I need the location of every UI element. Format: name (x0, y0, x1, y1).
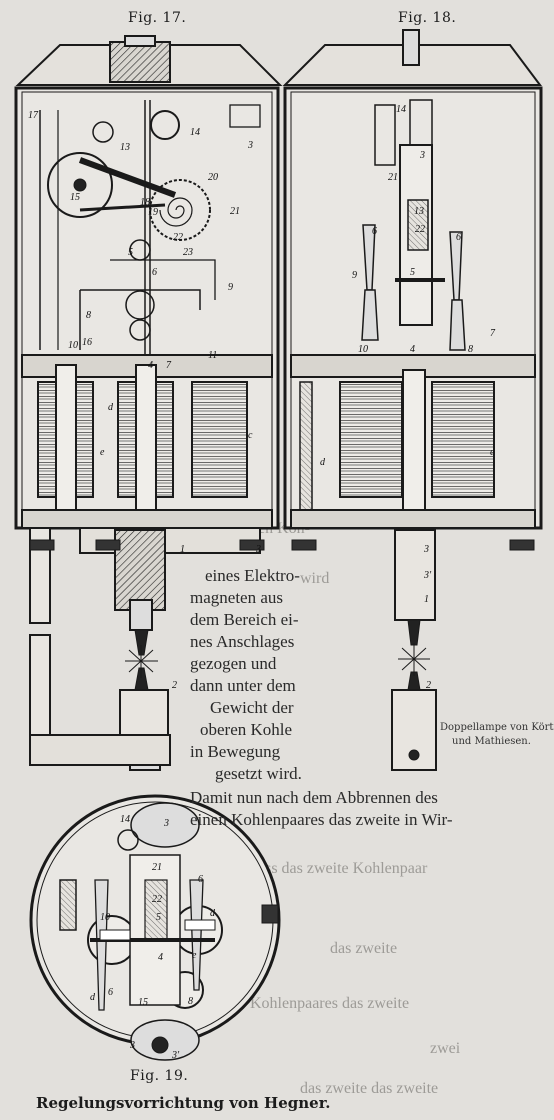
callout-number: 3 (163, 818, 169, 829)
bleed-text: dass das zweite Kohlenpaar (250, 860, 428, 877)
callout-number: 6 (152, 267, 157, 278)
callout-number: 7 (166, 360, 172, 371)
callout-number: 4 (148, 360, 153, 371)
callout-number: 3 (423, 544, 429, 555)
callout-number: 5 (128, 247, 133, 258)
callout-number: 23 (183, 247, 193, 258)
column-text-line: dann unter dem (190, 676, 296, 695)
column-text-line: Damit nun nach dem Abbrennen des (190, 788, 438, 807)
callout-number: 13 (120, 142, 130, 153)
callout-number: 20 (208, 172, 218, 183)
fig19-numbers: 14 3 21 22 6 5 10 d d e 6 4 15 3 8 3' (90, 814, 216, 1061)
callout-number: 2 (172, 680, 177, 691)
bleed-text: Kohlenpaares das zweite (250, 995, 410, 1012)
callout-number: e (192, 950, 197, 961)
callout-number: c (248, 430, 253, 441)
fig17-drawing (14, 35, 283, 771)
callout-number: 15 (70, 192, 80, 203)
callout-number: d (320, 457, 326, 468)
callout-number: 6 (198, 874, 203, 885)
fig19-label: Fig. 19. (130, 1068, 189, 1084)
callout-number: 17 (28, 110, 39, 121)
callout-number: 3 (419, 150, 425, 161)
bleed-text: wird (300, 570, 330, 587)
callout-number: 13 (414, 206, 424, 217)
callout-number: 7 (490, 328, 496, 339)
column-text-line: nes Anschlages (190, 632, 295, 651)
callout-number: 1 (424, 594, 429, 605)
callout-number: 9 (352, 270, 357, 281)
callout-number: 1 (180, 544, 185, 555)
callout-number: 11 (208, 350, 217, 361)
callout-number: 19 (148, 207, 158, 218)
bleed-text: das zweite das zweite (300, 1080, 439, 1097)
callout-number: 3' (423, 570, 432, 581)
fig18-label: Fig. 18. (398, 10, 457, 26)
bleed-text: das zweite (330, 940, 398, 957)
callout-number: 6 (108, 987, 113, 998)
callout-number: 5 (410, 267, 415, 278)
callout-number: d (210, 908, 216, 919)
bleed-text: zwei (430, 1040, 461, 1057)
callout-number: 6 (372, 226, 377, 237)
callout-number: 8 (188, 996, 193, 1007)
callout-number: 10 (100, 912, 110, 923)
callout-number: 22 (173, 232, 183, 243)
column-text-line: dem Bereich ei- (190, 610, 299, 629)
callout-number: 4 (158, 952, 163, 963)
callout-number: 4 (410, 344, 415, 355)
callout-number: 14 (396, 104, 406, 115)
column-text-line: gezogen und (190, 654, 277, 673)
callout-number: 16 (82, 337, 92, 348)
callout-number: 3 (129, 1040, 135, 1051)
callout-number: e (490, 447, 495, 458)
callout-number: 9 (228, 282, 233, 293)
callout-number: 22 (415, 224, 425, 235)
callout-number: 21 (230, 206, 240, 217)
callout-number: 8 (468, 344, 473, 355)
callout-number: 22 (152, 894, 162, 905)
column-text-line: magneten aus (190, 588, 283, 607)
callout-number: 3 (255, 544, 261, 555)
callout-number: d (90, 992, 96, 1003)
column-text-line: gesetzt wird. (215, 764, 302, 783)
callout-number: 10 (358, 344, 368, 355)
callout-number: 3' (171, 1050, 180, 1061)
fig19-drawing (29, 794, 281, 1061)
side-note: und Mathiesen. (452, 736, 531, 747)
callout-number: 14 (120, 814, 130, 825)
callout-number: 18 (140, 197, 150, 208)
column-text-line: in Bewegung (190, 742, 281, 761)
callout-number: d (108, 402, 114, 413)
callout-number: 10 (68, 340, 78, 351)
callout-number: 6 (456, 232, 461, 243)
fig18-numbers: 14 3 21 22 13 6 6 9 5 10 4 8 7 e d 3 3' … (320, 104, 496, 691)
column-text-line: einen Kohlenpaares das zweite in Wir- (190, 810, 453, 829)
figure-caption: Regelungsvorrichtung von Hegner. (36, 1094, 331, 1112)
callout-number: 15 (138, 997, 148, 1008)
fig18-drawing (282, 29, 543, 771)
callout-number: 2 (426, 680, 431, 691)
callout-number: 14 (190, 127, 200, 138)
fig17-label: Fig. 17. (128, 10, 187, 26)
callout-number: 3 (247, 140, 253, 151)
callout-number: 5 (156, 912, 161, 923)
callout-number: 8 (86, 310, 91, 321)
column-text-line: Gewicht der (210, 698, 294, 717)
callout-number: e (100, 447, 105, 458)
callout-number: 21 (152, 862, 162, 873)
column-text-line: eines Elektro- (205, 566, 300, 585)
column-text-line: oberen Kohle (200, 720, 293, 739)
side-note: Doppellampe von Körting (440, 722, 554, 733)
fig17-numbers: 17 15 13 14 3 18 19 20 21 22 23 5 6 8 9 … (28, 110, 261, 691)
callout-number: 21 (388, 172, 398, 183)
